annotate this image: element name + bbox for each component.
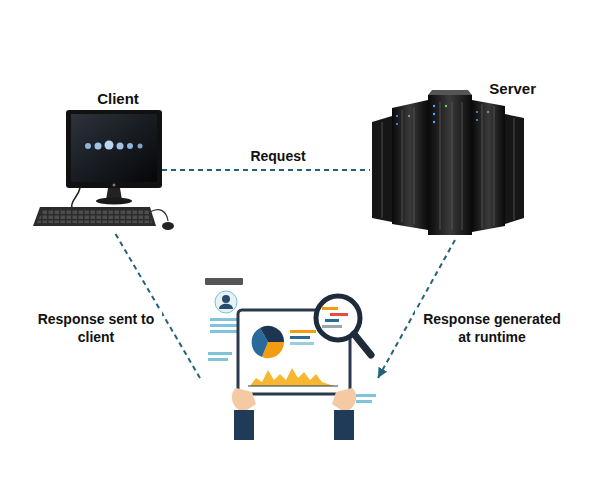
illustration-part [428, 95, 472, 235]
illustration-part [138, 144, 143, 149]
node-box [200, 268, 378, 443]
illustration-part [433, 105, 435, 107]
dashed-connector [115, 233, 200, 378]
edge-label: Request [247, 146, 308, 166]
illustration-part [322, 307, 338, 310]
illustration-part [476, 111, 478, 113]
illustration-part [222, 295, 230, 303]
illustration-part [215, 291, 237, 313]
illustration-part [392, 100, 428, 230]
illustration-part [234, 410, 254, 440]
illustration-part [408, 115, 410, 117]
illustration-part [37, 209, 152, 223]
illustration-part [445, 105, 447, 107]
illustration-part [322, 325, 342, 328]
illustration-part [382, 102, 514, 230]
illustration-part [208, 358, 228, 361]
illustration-part [95, 143, 102, 150]
illustration-part [396, 123, 398, 125]
node-box: Client [30, 90, 162, 233]
edge-label: Response generated at runtime [415, 309, 569, 347]
illustration-part [127, 143, 133, 149]
tablet-illustration [205, 278, 376, 440]
illustration-part [356, 394, 376, 397]
illustration-part [494, 106, 495, 226]
illustration-part [290, 342, 314, 345]
illustration-part [72, 188, 80, 208]
illustration-part [66, 110, 162, 188]
illustration-part [482, 104, 483, 228]
illustration-part [250, 368, 334, 386]
illustration-part [414, 107, 415, 224]
illustration-part [113, 184, 116, 187]
illustration-part [248, 386, 338, 387]
node-box: Server [370, 80, 540, 240]
dashed-connector [162, 169, 370, 171]
server-illustration [372, 90, 524, 235]
illustration-part [96, 198, 132, 205]
illustration-part [162, 222, 174, 230]
illustration-part [71, 114, 157, 182]
illustration-part [402, 110, 403, 222]
illustration-part [382, 122, 383, 218]
illustration-part [514, 118, 515, 220]
illustration-part [408, 105, 489, 117]
illustration-part [428, 90, 472, 95]
illustration-part [150, 210, 168, 221]
illustration-part [433, 121, 435, 123]
illustration-part [396, 105, 478, 125]
illustration-part [232, 388, 256, 412]
illustration-part [117, 143, 124, 150]
illustration-part [356, 400, 372, 403]
illustration-part [433, 113, 435, 115]
illustration-part [219, 304, 233, 309]
illustration-part [205, 278, 243, 285]
illustration-part [105, 141, 114, 150]
illustration-part [462, 102, 463, 230]
illustration-part [354, 334, 371, 355]
illustration-part [472, 100, 505, 232]
illustration-part [396, 115, 398, 117]
illustration-part [208, 352, 232, 355]
illustration-part [440, 102, 441, 230]
illustration-part [290, 330, 316, 333]
illustration-part [332, 388, 356, 412]
illustration-part [325, 319, 339, 322]
node-label: Client [97, 90, 139, 108]
illustration-part [487, 111, 489, 113]
illustration-part [452, 102, 453, 230]
illustration-part [334, 410, 354, 440]
illustration-part [330, 313, 348, 316]
illustration-part [476, 119, 478, 121]
illustration-part [290, 336, 310, 339]
illustration-part [260, 326, 284, 342]
computer-illustration [33, 110, 174, 230]
illustration-part [85, 143, 91, 149]
illustration-part [505, 114, 524, 224]
node-label: Server [489, 80, 536, 98]
illustration-part [210, 324, 238, 327]
illustration-part [33, 207, 156, 226]
illustration-part [372, 116, 392, 222]
edge-label: Response sent to client [30, 309, 162, 347]
